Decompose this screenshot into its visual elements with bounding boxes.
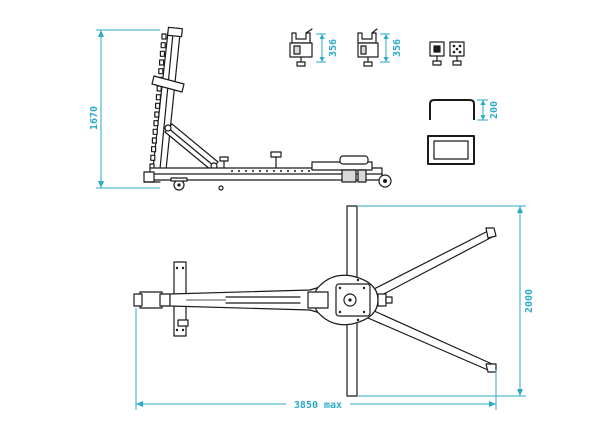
beam-hole bbox=[252, 170, 254, 172]
beam-hole bbox=[294, 170, 296, 172]
arm-lower bbox=[367, 309, 493, 371]
beam-hole bbox=[259, 170, 261, 172]
tower-tooth bbox=[159, 50, 165, 57]
tower-tooth bbox=[161, 33, 167, 40]
block-detail-b bbox=[449, 41, 465, 66]
beam-hole bbox=[266, 170, 268, 172]
tower-tooth bbox=[152, 128, 158, 135]
side-view: 1670 bbox=[89, 26, 392, 191]
block-detail-a bbox=[429, 41, 445, 66]
tower-tooth bbox=[155, 94, 161, 101]
beam-hole bbox=[238, 170, 240, 172]
beam-hole bbox=[273, 170, 275, 172]
arm-upper bbox=[371, 229, 495, 299]
beam-hole bbox=[308, 170, 310, 172]
tower-tooth bbox=[155, 102, 161, 109]
tower-tooth bbox=[154, 111, 160, 118]
tower-tooth bbox=[151, 137, 157, 144]
tower-arm bbox=[164, 123, 219, 171]
bracket-side-view: 200 bbox=[429, 99, 500, 121]
beam-hole bbox=[231, 170, 233, 172]
dimension-label-356-b: 356 bbox=[392, 39, 403, 57]
dimension-label-3850: 3850 max bbox=[294, 400, 342, 411]
dimension-label-200: 200 bbox=[489, 101, 500, 119]
dimension-label-2000: 2000 bbox=[524, 289, 535, 313]
tower-tooth bbox=[158, 68, 164, 75]
tower-tooth bbox=[153, 120, 159, 127]
bracket-top-view bbox=[427, 135, 475, 165]
beam-hole bbox=[245, 170, 247, 172]
dimension-label-1670: 1670 bbox=[89, 106, 100, 130]
dimension-2000: 2000 bbox=[358, 205, 535, 397]
tower-tooth bbox=[151, 146, 157, 153]
beam-hole bbox=[280, 170, 282, 172]
tower-head bbox=[139, 291, 163, 309]
clamp-detail-b: 356 bbox=[357, 28, 403, 67]
beam-hole bbox=[287, 170, 289, 172]
dimension-3850: 3850 max bbox=[135, 308, 497, 411]
tower bbox=[149, 26, 185, 171]
base-beam bbox=[143, 151, 392, 191]
top-view: 2000 3850 max bbox=[133, 205, 535, 411]
clamp-detail-a: 356 bbox=[289, 28, 339, 67]
tower-tooth bbox=[159, 59, 165, 66]
tower-tooth bbox=[160, 42, 166, 49]
dimension-label-356-a: 356 bbox=[328, 39, 339, 57]
dimension-1670: 1670 bbox=[89, 29, 160, 189]
beam-hole bbox=[301, 170, 303, 172]
tower-tooth bbox=[150, 154, 156, 161]
